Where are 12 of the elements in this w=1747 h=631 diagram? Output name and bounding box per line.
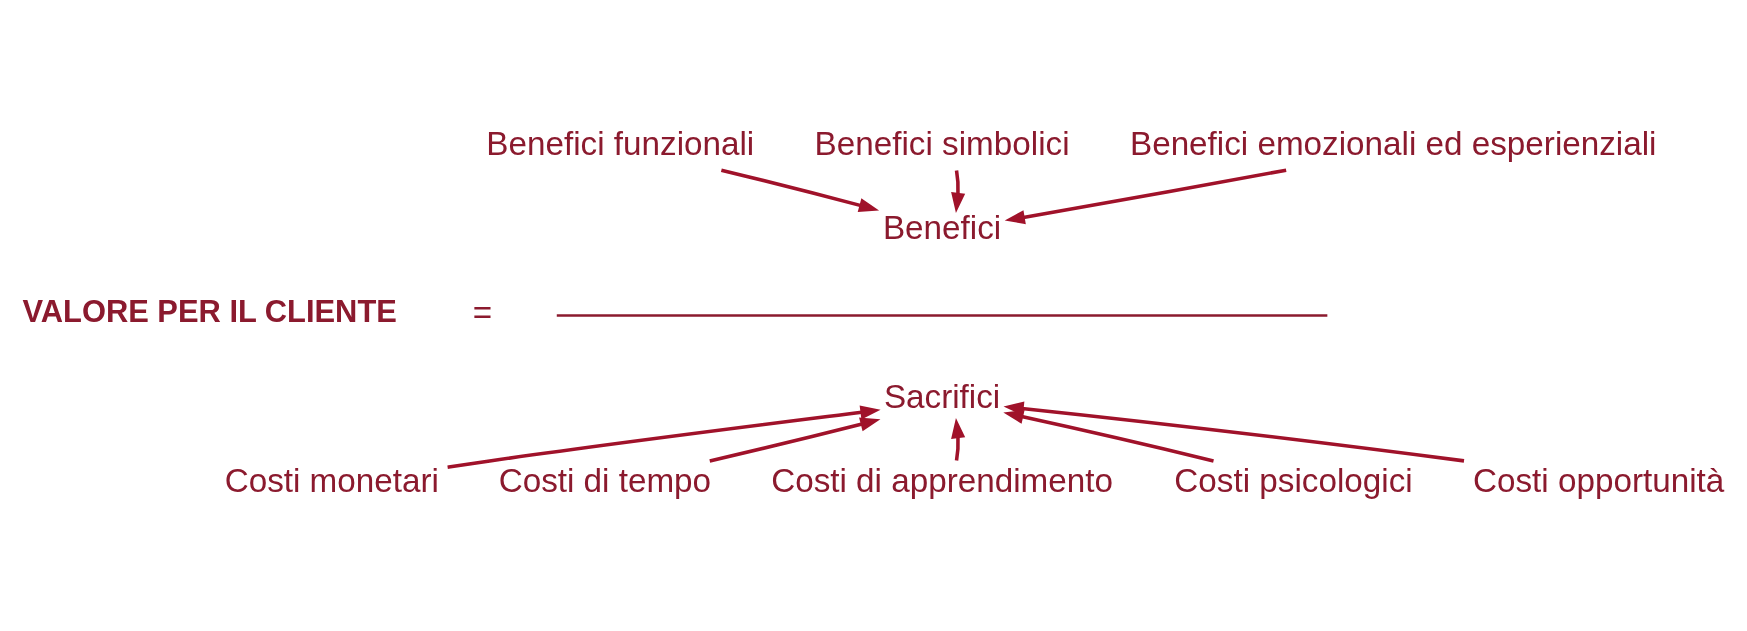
node-text: Sacrifici xyxy=(883,377,1001,415)
node-text: Costi di apprendimento xyxy=(771,462,1113,500)
node-text: Costi opportunità xyxy=(1473,462,1725,500)
label: = xyxy=(472,293,493,331)
label: VALORE PER IL CLIENTE xyxy=(22,293,397,329)
node-text: Costi di tempo xyxy=(498,462,712,500)
node-text: Costi monetari xyxy=(224,462,439,500)
node-text: Benefici simbolici xyxy=(814,125,1070,163)
node-text: Costi psicologici xyxy=(1174,462,1413,500)
node-text: Benefici xyxy=(882,209,1002,247)
node-text: Benefici emozionali ed esperienziali xyxy=(1129,125,1657,163)
node-text: Benefici funzionali xyxy=(486,125,755,163)
